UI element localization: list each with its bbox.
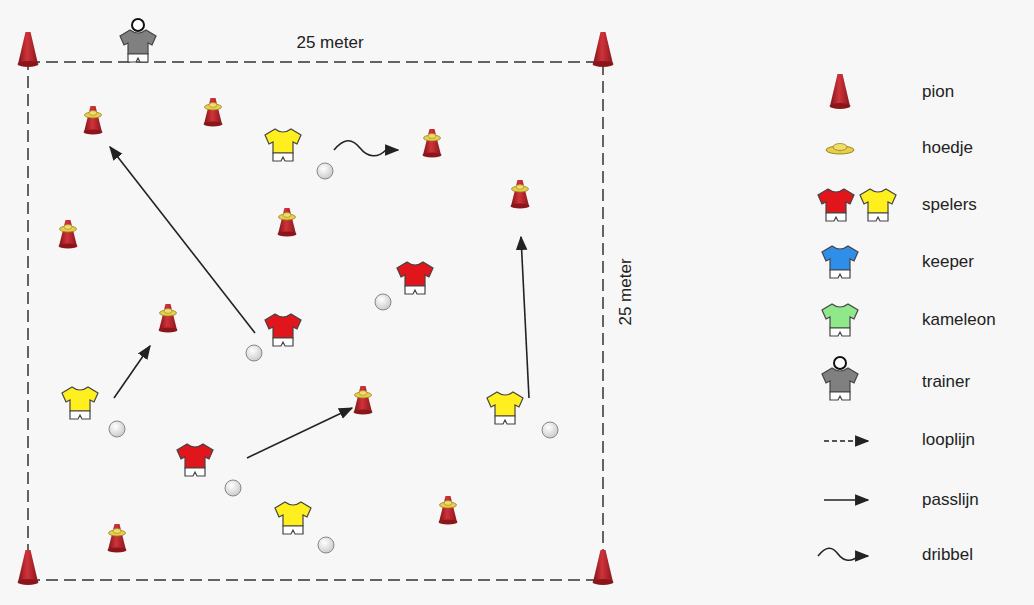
legend-text: looplijn: [922, 430, 975, 450]
cones: [59, 98, 530, 553]
dribble-icon: [818, 548, 868, 560]
corner-cone: [18, 32, 39, 67]
legend-text: pion: [922, 82, 954, 102]
corner-cone: [18, 550, 39, 585]
legend-text: dribbel: [922, 545, 973, 565]
run-line-icon: [824, 440, 868, 442]
hat-icon: [826, 144, 854, 155]
legend-text: trainer: [922, 372, 970, 392]
red-shirt-icon: [818, 189, 854, 221]
players: [62, 129, 558, 553]
legend-text: spelers: [922, 195, 977, 215]
keeper-icon: [822, 246, 858, 278]
kameleon-icon: [822, 304, 858, 336]
corner-cone: [593, 32, 614, 67]
legend-text: hoedje: [922, 138, 973, 158]
pass-lines: [110, 147, 529, 458]
trainer-figure: [120, 19, 156, 62]
legend-icons: [818, 74, 896, 560]
dribble-line: [334, 141, 398, 156]
field-border: [28, 62, 603, 580]
dimension-label: 25 meter: [292, 33, 367, 53]
pass-line-icon: [824, 499, 868, 501]
legend-text: kameleon: [922, 310, 996, 330]
trainer-icon: [822, 357, 858, 400]
corner-cone: [593, 550, 614, 585]
yellow-shirt-icon: [860, 189, 896, 221]
legend-text: passlijn: [922, 490, 979, 510]
cone-icon: [830, 74, 851, 109]
dimension-label: 25 meter: [616, 254, 636, 329]
legend-text: keeper: [922, 252, 974, 272]
